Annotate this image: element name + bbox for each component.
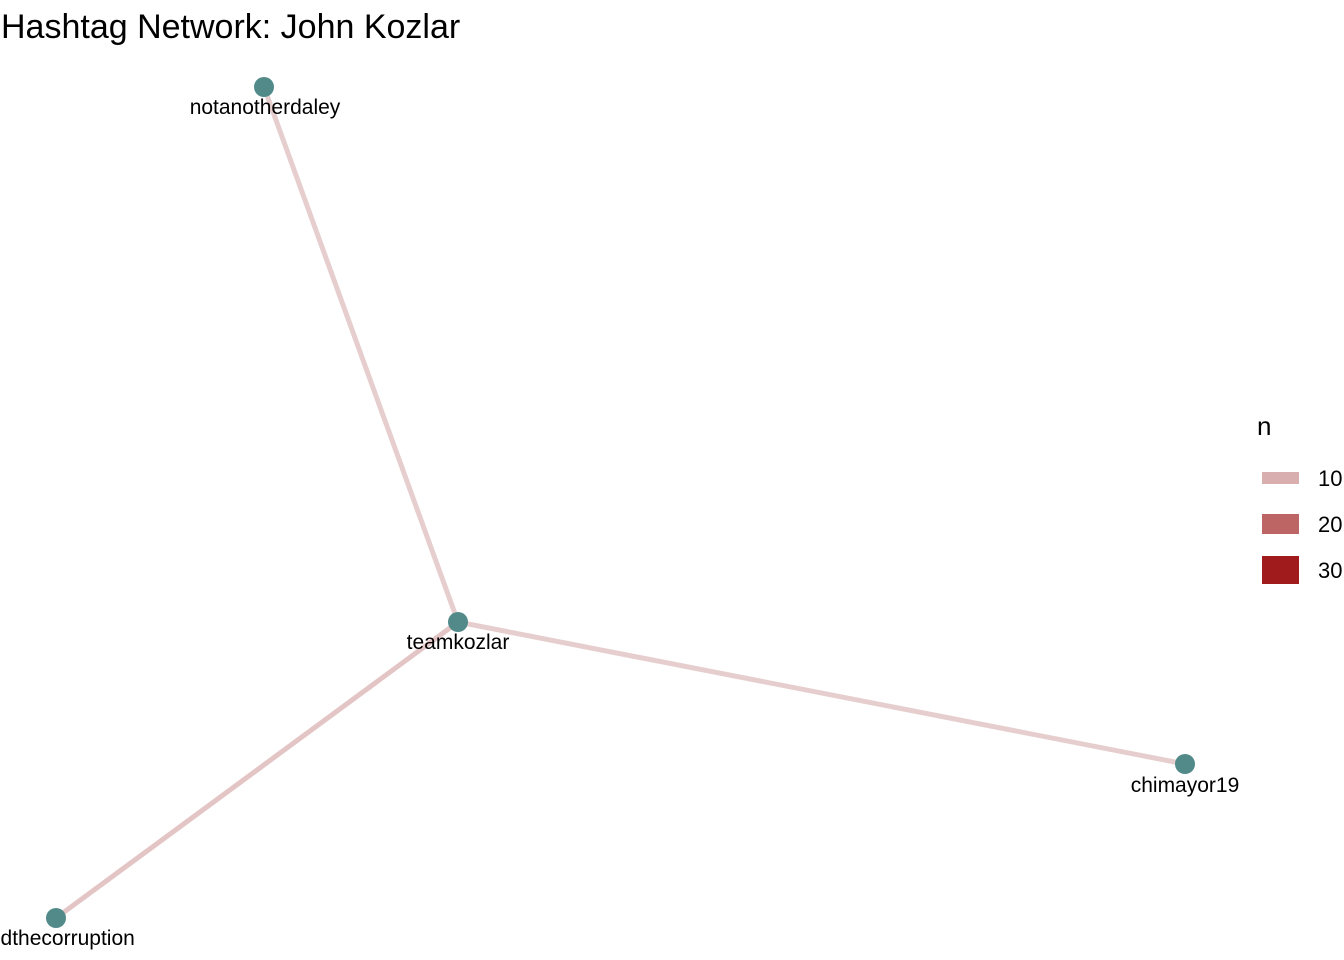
nodes-layer: [46, 77, 1195, 928]
edge-teamkozlar-chimayor19: [455, 619, 1188, 767]
node-label-chimayor19: chimayor19: [1131, 774, 1240, 797]
node-endthecorruption: [46, 908, 66, 928]
labels-layer: notanotherdaley teamkozlar chimayor19 endth…: [0, 96, 1239, 950]
node-teamkozlar: [448, 612, 468, 632]
legend-key-20: [1262, 514, 1299, 534]
legend-label-30: 30: [1318, 558, 1342, 583]
node-notanotherdaley: [254, 77, 274, 97]
legend-title: n: [1257, 411, 1271, 441]
legend-key-30: [1262, 556, 1299, 584]
edge-teamkozlar-notanotherdaley: [261, 84, 461, 625]
chart-title: Hashtag Network: John Kozlar: [1, 8, 460, 46]
legend-key-10: [1262, 472, 1299, 484]
edges-layer: [53, 84, 1188, 921]
legend-label-20: 20: [1318, 512, 1342, 537]
legend: n 10 20 30: [1257, 411, 1342, 584]
node-label-endthecorruption: endthecorruption: [0, 927, 135, 950]
edge-teamkozlar-endthecorruption: [53, 619, 461, 921]
legend-items: 10 20 30: [1262, 466, 1342, 584]
node-label-notanotherdaley: notanotherdaley: [190, 96, 341, 119]
legend-label-10: 10: [1318, 466, 1342, 491]
node-chimayor19: [1175, 754, 1195, 774]
node-label-teamkozlar: teamkozlar: [407, 631, 510, 654]
